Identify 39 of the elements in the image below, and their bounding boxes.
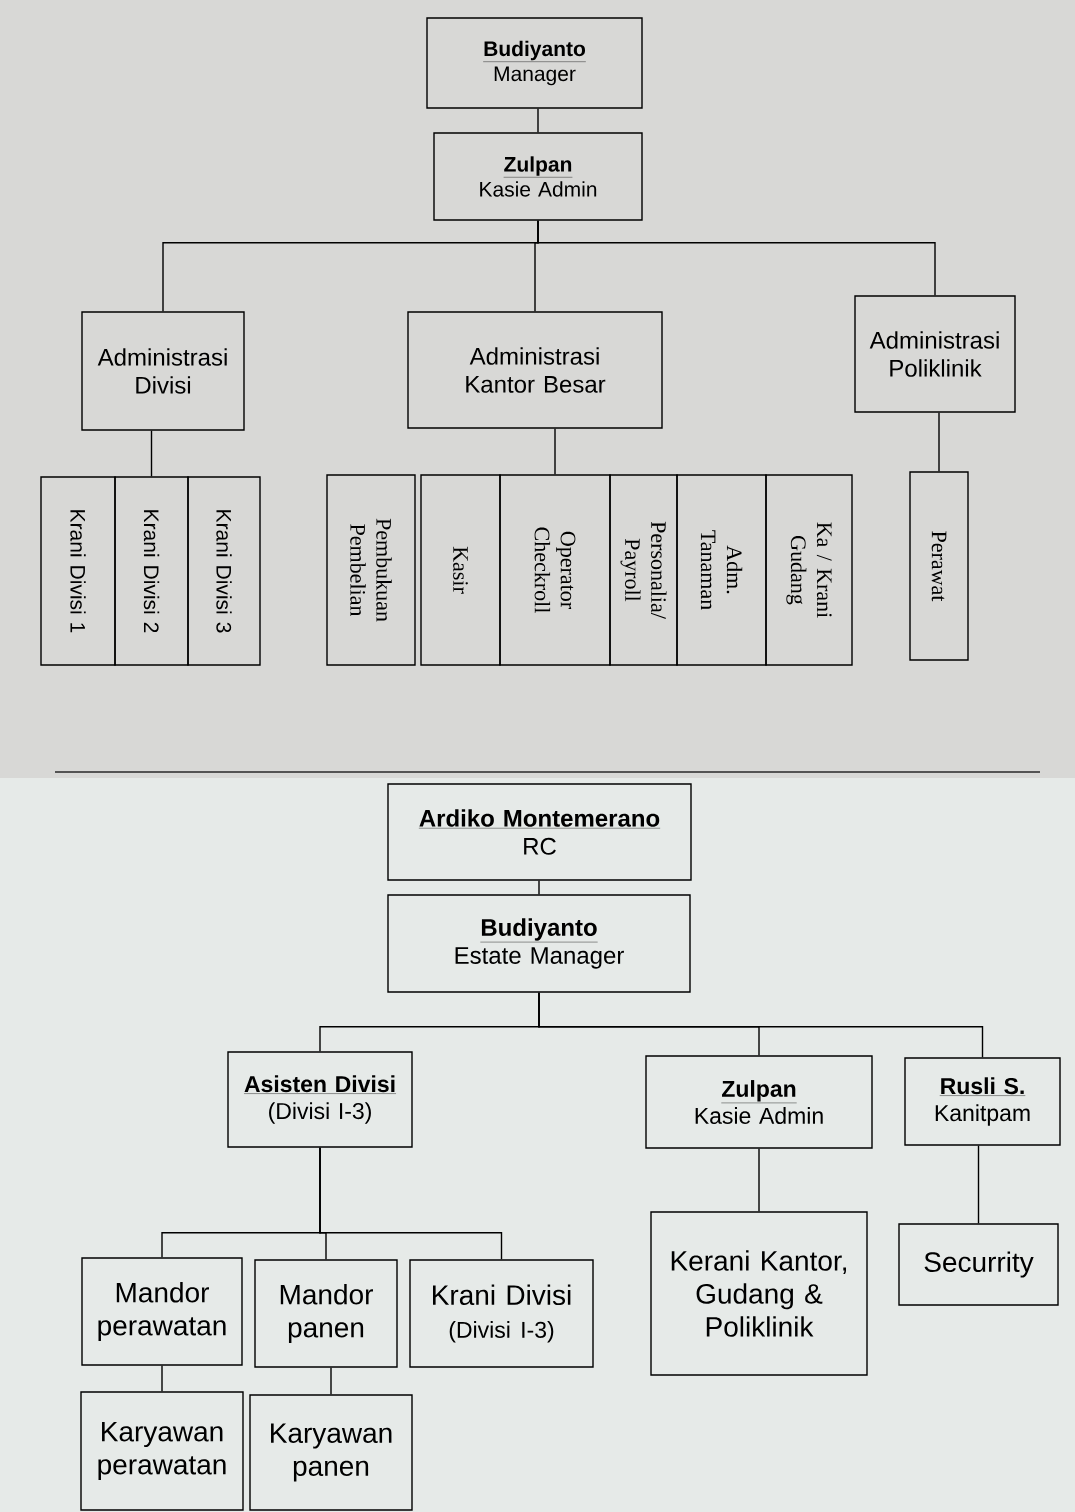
- org-box: Karyawan panen: [249, 1394, 413, 1511]
- org-box: Perawat: [909, 471, 969, 661]
- connector-line: [538, 992, 984, 1058]
- org-box: Asisten Divisi (Divisi I-3): [227, 1051, 413, 1148]
- org-box: Administrasi Poliklinik: [854, 295, 1016, 413]
- org-box: Krani Divisi 2: [114, 476, 189, 666]
- org-box: Budiyanto Estate Manager: [387, 894, 691, 993]
- connector-line: [330, 1367, 332, 1395]
- org-box: Rusli S. Kanitpam: [904, 1057, 1061, 1146]
- org-box: Kerani Kantor, Gudang & Poliklinik: [650, 1211, 868, 1376]
- org-box: Pembukuan Pembelian: [326, 474, 416, 666]
- org-box: Krani Divisi 3: [187, 476, 261, 666]
- org-box: Administrasi Divisi: [81, 311, 245, 431]
- org-box: Adm. Tanaman: [676, 474, 767, 666]
- org-box: Operator Checkroll: [499, 474, 611, 666]
- connector-line: [554, 428, 556, 475]
- connector-line: [319, 1147, 503, 1260]
- org-box: Mandor panen: [254, 1259, 398, 1368]
- org-box: Mandor perawatan: [81, 1257, 243, 1366]
- connector-line: [977, 1145, 980, 1224]
- org-box: Kasir: [420, 474, 501, 666]
- org-box: Zulpan Kasie Admin: [433, 132, 643, 221]
- connector-line: [150, 430, 153, 477]
- org-box: Zulpan Kasie Admin: [645, 1055, 873, 1149]
- org-box: Krani Divisi 1: [40, 476, 116, 666]
- connector-line: [537, 220, 936, 296]
- org-box: Ardiko Montemerano RC: [387, 783, 692, 881]
- org-box: Personalia/ Payroll: [609, 474, 678, 666]
- org-box: Budiyanto Manager: [426, 17, 643, 109]
- connector-line: [538, 880, 540, 895]
- org-box: Ka / Krani Gudang: [765, 474, 853, 666]
- connector-line: [537, 108, 539, 133]
- connector-line: [758, 1148, 760, 1212]
- org-box: Securrity: [898, 1223, 1059, 1306]
- org-box: Karyawan perawatan: [80, 1391, 244, 1511]
- connector-line: [938, 412, 940, 472]
- org-box: Krani Divisi (Divisi I-3): [409, 1259, 594, 1368]
- connector-line: [161, 1365, 163, 1392]
- org-box: Administrasi Kantor Besar: [407, 311, 663, 429]
